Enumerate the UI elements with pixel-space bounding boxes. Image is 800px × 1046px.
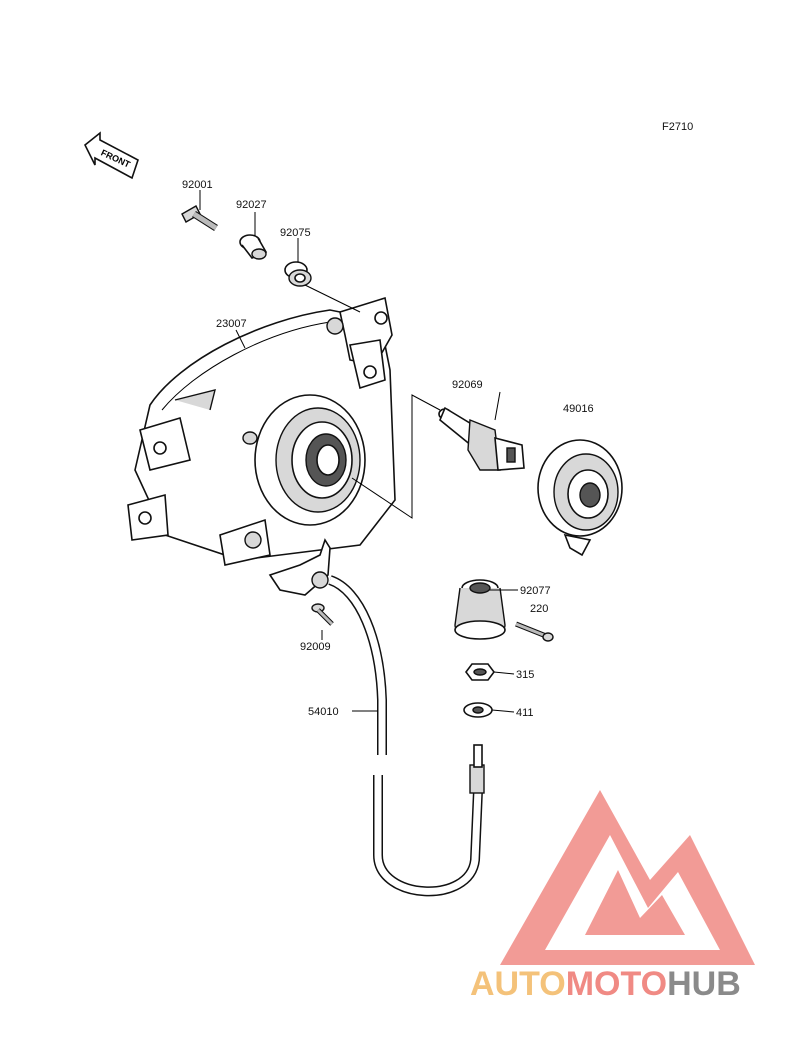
label-49016: 49016 — [563, 403, 594, 415]
knob-92077 — [454, 579, 506, 640]
label-411: 411 — [516, 707, 534, 719]
part-labels: 92001 92027 92075 23007 92069 49016 9207… — [182, 179, 594, 719]
adjuster-bracket — [268, 538, 331, 596]
collar-92027 — [239, 234, 268, 260]
figure-code: F2710 — [662, 121, 693, 133]
front-arrow-icon: FRONT — [83, 131, 139, 180]
washer-411 — [463, 702, 493, 718]
svg-text:AUTOMOTOHUB: AUTOMOTOHUB — [470, 965, 741, 1003]
label-92075: 92075 — [280, 227, 311, 239]
label-92069: 92069 — [452, 379, 483, 391]
label-23007: 23007 — [216, 318, 247, 330]
watermark-logo-triangle — [500, 790, 755, 965]
bulb-92069 — [438, 406, 525, 471]
bolt-92001 — [181, 205, 218, 231]
watermark-text: AUTOMOTOHUB — [470, 965, 741, 1003]
screw-220 — [515, 621, 554, 642]
label-54010: 54010 — [308, 706, 339, 718]
nut-315 — [465, 663, 495, 681]
headlight-housing-23007 — [127, 296, 396, 566]
label-92009: 92009 — [300, 641, 331, 653]
label-92027: 92027 — [236, 199, 267, 211]
label-92077: 92077 — [520, 585, 551, 597]
watermark-auto: AUTO — [470, 965, 566, 1003]
cable-54010 — [328, 575, 485, 897]
grommet-92075 — [284, 261, 312, 287]
label-220: 220 — [530, 603, 548, 615]
screw-92009 — [311, 603, 334, 626]
label-315: 315 — [516, 669, 534, 681]
watermark-moto: MOTO — [566, 965, 667, 1003]
leader-lines — [199, 190, 518, 713]
watermark-hub: HUB — [667, 965, 741, 1003]
label-92001: 92001 — [182, 179, 213, 191]
socket-cover-49016 — [537, 439, 623, 557]
